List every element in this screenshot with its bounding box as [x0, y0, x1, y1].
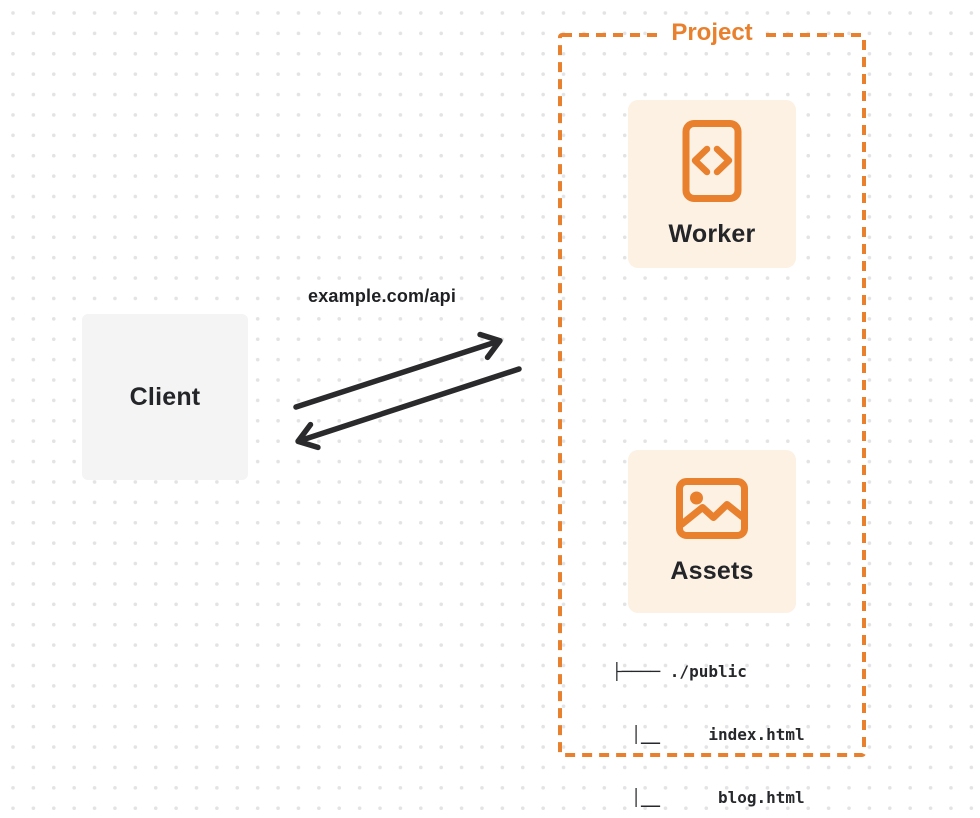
url-label: example.com/api: [308, 286, 457, 306]
image-icon: [675, 477, 749, 540]
project-label: Project: [662, 19, 762, 47]
client-node: Client: [82, 314, 248, 480]
worker-card: Worker: [628, 100, 796, 268]
code-document-icon: [681, 119, 743, 203]
project-group: Project Worker Assets: [558, 19, 866, 807]
file-tree-line-blog: │__ blog.html: [612, 788, 805, 807]
assets-label: Assets: [670, 557, 754, 585]
file-tree-line-public: ├──── ./public: [612, 662, 747, 681]
response-arrow: [295, 366, 522, 451]
assets-card: Assets: [628, 450, 796, 613]
request-arrow: [293, 331, 503, 410]
file-tree-line-index: │__ index.html: [612, 725, 805, 744]
client-label: Client: [129, 382, 201, 411]
file-tree: ├──── ./public │__ index.html │__ blog.h…: [612, 619, 805, 818]
worker-label: Worker: [668, 220, 756, 248]
